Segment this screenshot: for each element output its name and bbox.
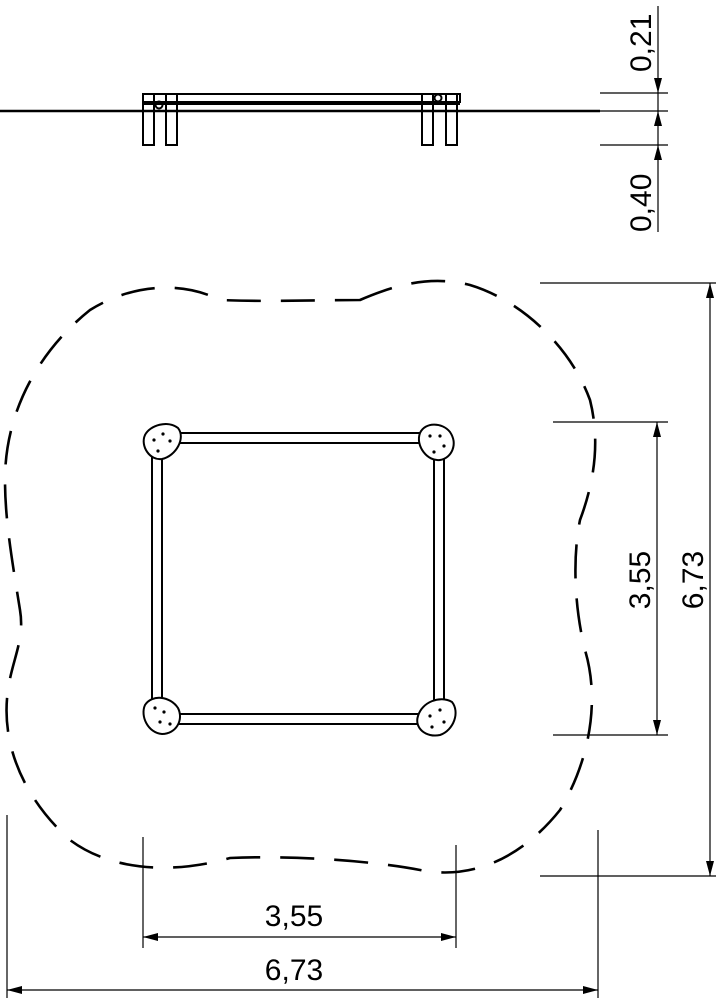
corner-post-top-right — [417, 423, 455, 462]
safety-height-label: 6,73 — [677, 551, 710, 609]
frame-width-label: 3,55 — [265, 900, 323, 933]
side-bolt-left — [154, 100, 164, 110]
side-bolt-right — [433, 93, 443, 103]
corner-post-bottom-right — [416, 698, 457, 737]
dim-frame-height: 3,55 — [553, 421, 668, 736]
side-depth-below-label: 0,40 — [625, 174, 658, 232]
frame-beam-right — [433, 454, 445, 701]
side-top-beam — [142, 93, 461, 103]
corner-post-top-left — [142, 423, 182, 461]
side-height-above-label: 0,21 — [625, 14, 658, 72]
frame-beam-bottom — [169, 713, 423, 725]
dim-frame-width: 3,55 — [142, 837, 457, 948]
side-post-left-outer — [142, 93, 155, 146]
side-arrow-3 — [654, 145, 662, 160]
side-arrow-2 — [654, 111, 662, 126]
side-post-right-inner — [421, 93, 434, 146]
frame — [151, 432, 445, 725]
frame-beam-top — [169, 432, 423, 444]
dim-safety-height: 6,73 — [540, 282, 716, 877]
side-post-right-outer — [445, 93, 458, 146]
safety-width-label: 6,73 — [265, 954, 323, 987]
side-post-left-inner — [165, 93, 178, 146]
frame-beam-left — [151, 454, 163, 701]
plan-view: 3,55 6,73 3,55 6,73 — [3, 279, 716, 998]
side-view: 0,21 0,40 — [0, 6, 668, 232]
frame-height-label: 3,55 — [624, 551, 657, 609]
dim-safety-width: 6,73 — [6, 815, 599, 998]
corner-post-bottom-left — [142, 696, 181, 736]
safety-zone-outline — [3, 279, 597, 874]
side-arrow-1 — [654, 78, 662, 93]
